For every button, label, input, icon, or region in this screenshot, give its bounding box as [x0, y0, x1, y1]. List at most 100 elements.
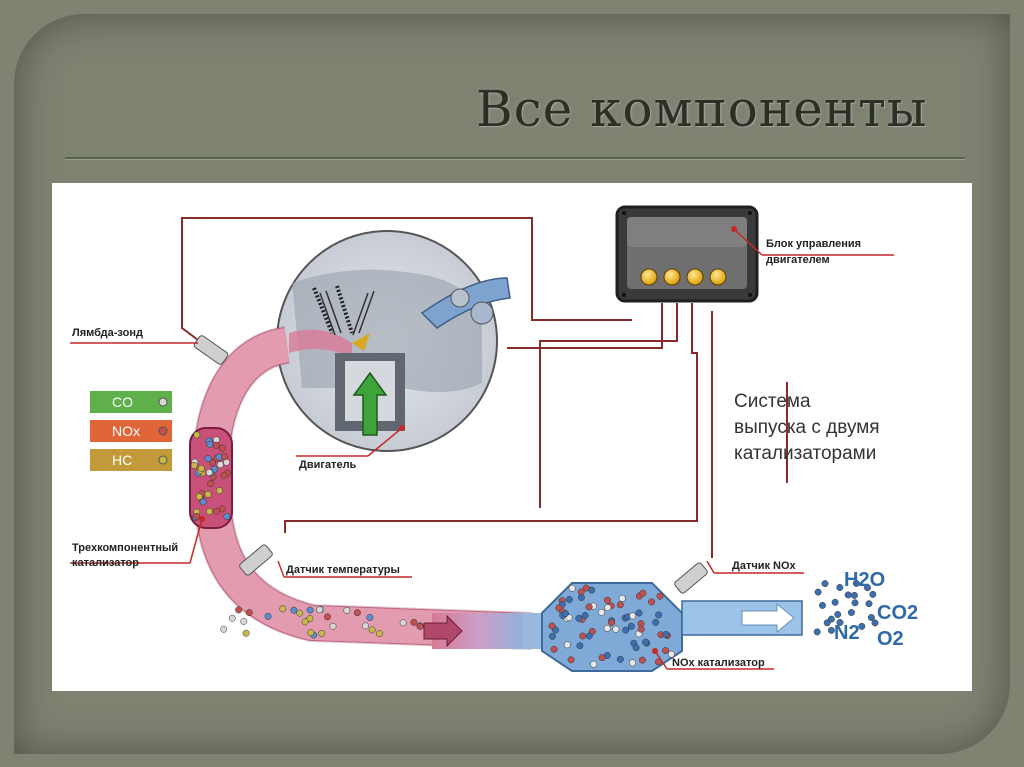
gas-particle	[306, 606, 314, 614]
gas-particle	[662, 631, 670, 638]
diagram-panel: Блок управления двигателем Двигатель	[52, 183, 972, 691]
gas-particle	[581, 612, 589, 619]
gas-particle	[290, 606, 298, 614]
gas-particle	[642, 638, 650, 646]
legend-swatch-hc	[90, 449, 172, 471]
gas-particle	[306, 615, 314, 623]
gas-particle	[632, 644, 640, 652]
gas-particle	[579, 632, 587, 640]
ecu-label-line1: Блок управления	[766, 238, 861, 250]
gas-particle	[836, 584, 844, 591]
gas-particle	[827, 626, 835, 634]
gas-particle	[366, 614, 374, 621]
gas-particle	[814, 588, 822, 596]
gas-particle	[603, 624, 611, 632]
gas-legend: CO NOx HC	[90, 391, 172, 471]
gas-particle	[867, 614, 875, 621]
gas-particle	[548, 622, 556, 630]
system-caption-line3: катализаторами	[734, 443, 876, 464]
gas-particle	[852, 579, 860, 587]
product-n2: N2	[834, 622, 860, 644]
gas-particle	[223, 512, 231, 520]
temperature-sensor	[239, 544, 273, 576]
gas-particle	[648, 598, 656, 606]
exhaust-system-diagram: Блок управления двигателем Двигатель	[70, 205, 918, 672]
gas-particles	[190, 431, 879, 668]
gas-particle	[368, 626, 376, 634]
gas-particle	[245, 609, 253, 617]
gas-particle	[567, 656, 575, 664]
gas-particle	[206, 440, 214, 448]
gas-particle	[316, 606, 324, 614]
legend-label-hc: HC	[112, 452, 132, 468]
gas-particle	[307, 629, 315, 637]
legend-swatch-nox	[90, 420, 172, 442]
gas-particle	[242, 629, 250, 637]
gas-particle	[813, 628, 821, 636]
temp-sensor-label: Датчик температуры	[286, 564, 400, 576]
gas-particle	[555, 604, 563, 612]
gas-particle	[851, 599, 859, 607]
gas-particle	[206, 508, 213, 515]
gas-particle	[603, 652, 611, 659]
gas-particle	[616, 601, 624, 609]
gas-particle	[301, 618, 309, 626]
gas-particle	[279, 605, 287, 613]
gas-particle	[858, 622, 866, 630]
gas-particle	[565, 596, 573, 603]
nox-sensor-label: Датчик NOx	[732, 560, 797, 572]
gas-particle	[864, 584, 871, 592]
title-divider	[65, 157, 965, 160]
ecu-block	[615, 205, 759, 303]
engine-illustration	[276, 230, 511, 452]
output-products: H2O CO2 N2 O2	[834, 569, 918, 650]
lambda-label: Лямбда-зонд	[72, 327, 143, 339]
gas-particle	[195, 493, 203, 501]
gas-particle	[204, 455, 212, 463]
gas-particle	[847, 609, 855, 616]
gas-particle	[871, 619, 879, 627]
gas-particle	[361, 622, 369, 630]
gas-particle	[639, 589, 647, 597]
nox-sensor	[674, 562, 708, 594]
gas-particle	[627, 622, 635, 630]
ecu-label-line2: двигателем	[766, 254, 830, 266]
gas-particle	[831, 598, 839, 606]
gas-particle	[324, 613, 331, 621]
gas-particle	[608, 619, 616, 627]
gas-particle	[190, 461, 198, 469]
gas-particle	[585, 603, 593, 611]
gas-particle	[576, 642, 584, 650]
nox-cat-label: NOx катализатор	[672, 657, 765, 669]
gas-particle	[821, 580, 829, 588]
gas-particle	[218, 505, 226, 513]
gas-particle	[416, 622, 424, 630]
legend-label-co: CO	[112, 394, 133, 410]
gas-particle	[865, 600, 873, 608]
three-way-label-line2: катализатор	[72, 557, 139, 569]
gas-particle	[218, 444, 226, 452]
gas-particle	[850, 591, 858, 599]
gas-particle	[215, 487, 223, 495]
gas-particle	[819, 601, 826, 609]
gas-particle	[590, 660, 598, 668]
gas-particle	[193, 431, 201, 439]
gas-particle	[656, 592, 664, 600]
gas-particle	[635, 609, 643, 617]
gas-particle	[376, 630, 383, 638]
gas-particle	[343, 606, 351, 614]
gas-particle	[622, 626, 630, 634]
product-h2o: H2O	[844, 569, 885, 591]
gas-particle	[585, 632, 593, 640]
gas-particle	[205, 469, 213, 476]
gas-particle	[598, 608, 605, 616]
gas-particle	[612, 625, 620, 633]
gas-particle	[410, 618, 418, 626]
gas-particle	[264, 612, 272, 620]
gas-particle	[582, 584, 590, 592]
gas-particle	[652, 618, 660, 626]
gas-particle	[220, 471, 228, 479]
wiring	[181, 217, 788, 558]
gas-particle	[204, 490, 212, 498]
gas-particle	[353, 609, 361, 617]
